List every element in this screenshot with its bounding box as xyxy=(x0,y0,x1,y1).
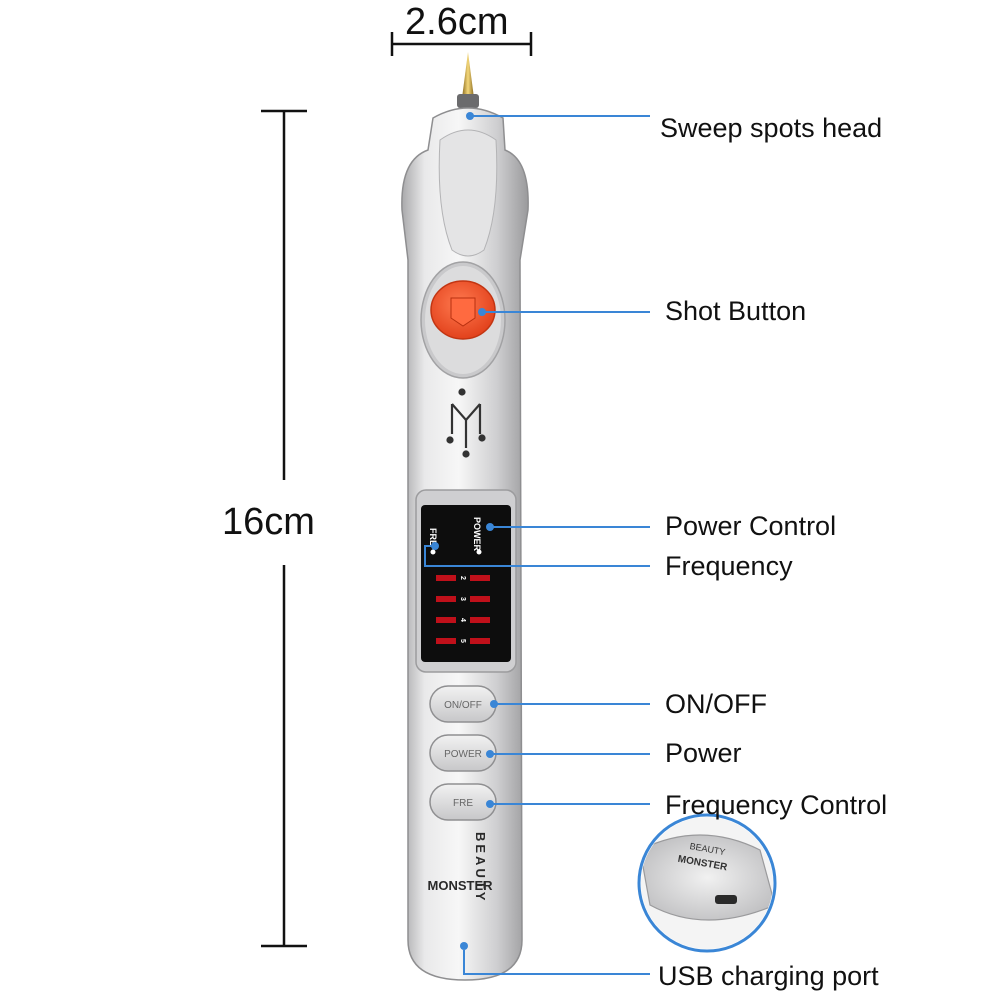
height-label: 16cm xyxy=(222,501,315,543)
brand-logo-icon xyxy=(446,388,486,458)
shot-button-icon xyxy=(430,280,496,340)
power-indicator-dot xyxy=(476,549,482,555)
device-fre-button: FRE xyxy=(429,783,497,821)
body-brand-top: BEAUTY xyxy=(473,832,488,903)
label-on-off: ON/OFF xyxy=(665,689,767,719)
label-shot-button: Shot Button xyxy=(665,296,807,326)
label-frequency: Frequency xyxy=(665,551,793,581)
svg-text:FRE: FRE xyxy=(453,798,473,809)
led-bars xyxy=(436,575,490,644)
fre-indicator-dot xyxy=(430,549,436,555)
level-number: 4 xyxy=(459,618,466,622)
label-usb-port: USB charging port xyxy=(658,961,879,991)
width-label: 2.6cm xyxy=(405,1,509,43)
level-number: 5 xyxy=(459,639,466,643)
led-bar xyxy=(470,638,490,644)
display-power-label: POWER xyxy=(472,517,482,552)
label-sweep-head: Sweep spots head xyxy=(660,113,883,143)
led-bar xyxy=(436,617,456,623)
usb-port-dot xyxy=(460,942,468,950)
led-bar xyxy=(470,596,490,602)
needle-icon xyxy=(457,52,479,108)
led-bar xyxy=(436,638,456,644)
led-bar xyxy=(436,575,456,581)
body-brand-main: MONSTER xyxy=(428,878,494,893)
width-dimension xyxy=(390,32,533,56)
callout-lines xyxy=(424,115,650,975)
device-onoff-button: ON/OFF xyxy=(429,685,497,723)
label-power-control: Power Control xyxy=(665,511,837,541)
svg-text:ON/OFF: ON/OFF xyxy=(444,700,482,711)
label-frequency-control: Frequency Control xyxy=(665,790,888,820)
level-number: 2 xyxy=(459,576,466,580)
led-bar xyxy=(470,575,490,581)
usb-port-inset: BEAUTY MONSTER xyxy=(637,813,777,953)
device-power-button: POWER xyxy=(429,734,497,772)
height-dimension xyxy=(261,109,307,948)
display-fre-label: FRE xyxy=(428,528,438,546)
callout-dots xyxy=(431,112,498,808)
svg-text:POWER: POWER xyxy=(444,749,482,760)
level-number: 3 xyxy=(459,597,466,601)
label-power: Power xyxy=(665,738,742,768)
led-bar xyxy=(470,617,490,623)
led-bar xyxy=(436,596,456,602)
